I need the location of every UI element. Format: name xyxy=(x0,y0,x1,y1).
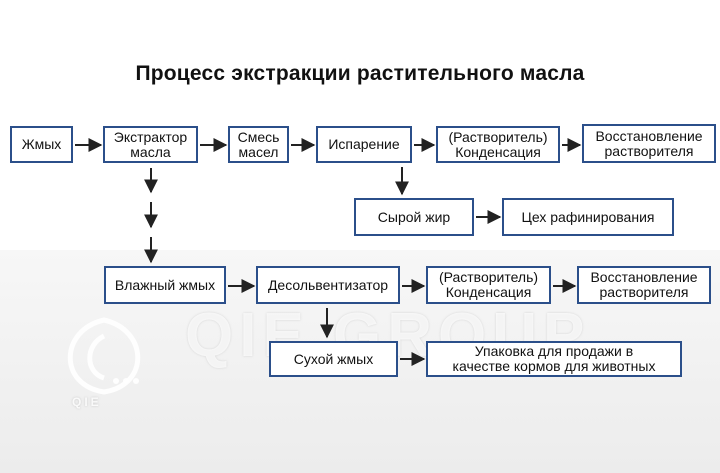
node-meal: Жмых xyxy=(10,126,73,163)
node-refinery: Цех рафинирования xyxy=(502,198,674,236)
watermark-logo-text: QIE xyxy=(72,395,102,409)
node-wet-meal: Влажный жмых xyxy=(104,266,226,304)
node-miscella: Смесь масел xyxy=(228,126,289,163)
node-extractor: Экстрактор масла xyxy=(103,126,198,163)
node-crude-oil: Сырой жир xyxy=(354,198,474,236)
node-recovery-1: Восстановление растворителя xyxy=(582,124,716,163)
node-desolventizer: Десольвентизатор xyxy=(256,266,400,304)
node-recovery-2: Восстановление растворителя xyxy=(577,266,711,304)
node-condensation-2: (Растворитель) Конденсация xyxy=(426,266,551,304)
node-evaporation: Испарение xyxy=(316,126,412,163)
node-dry-meal: Сухой жмых xyxy=(269,341,398,377)
diagram-title: Процесс экстракции растительного масла xyxy=(135,62,585,85)
node-packaging: Упаковка для продажи в качестве кормов д… xyxy=(426,341,682,377)
node-condensation-1: (Растворитель) Конденсация xyxy=(436,126,560,163)
